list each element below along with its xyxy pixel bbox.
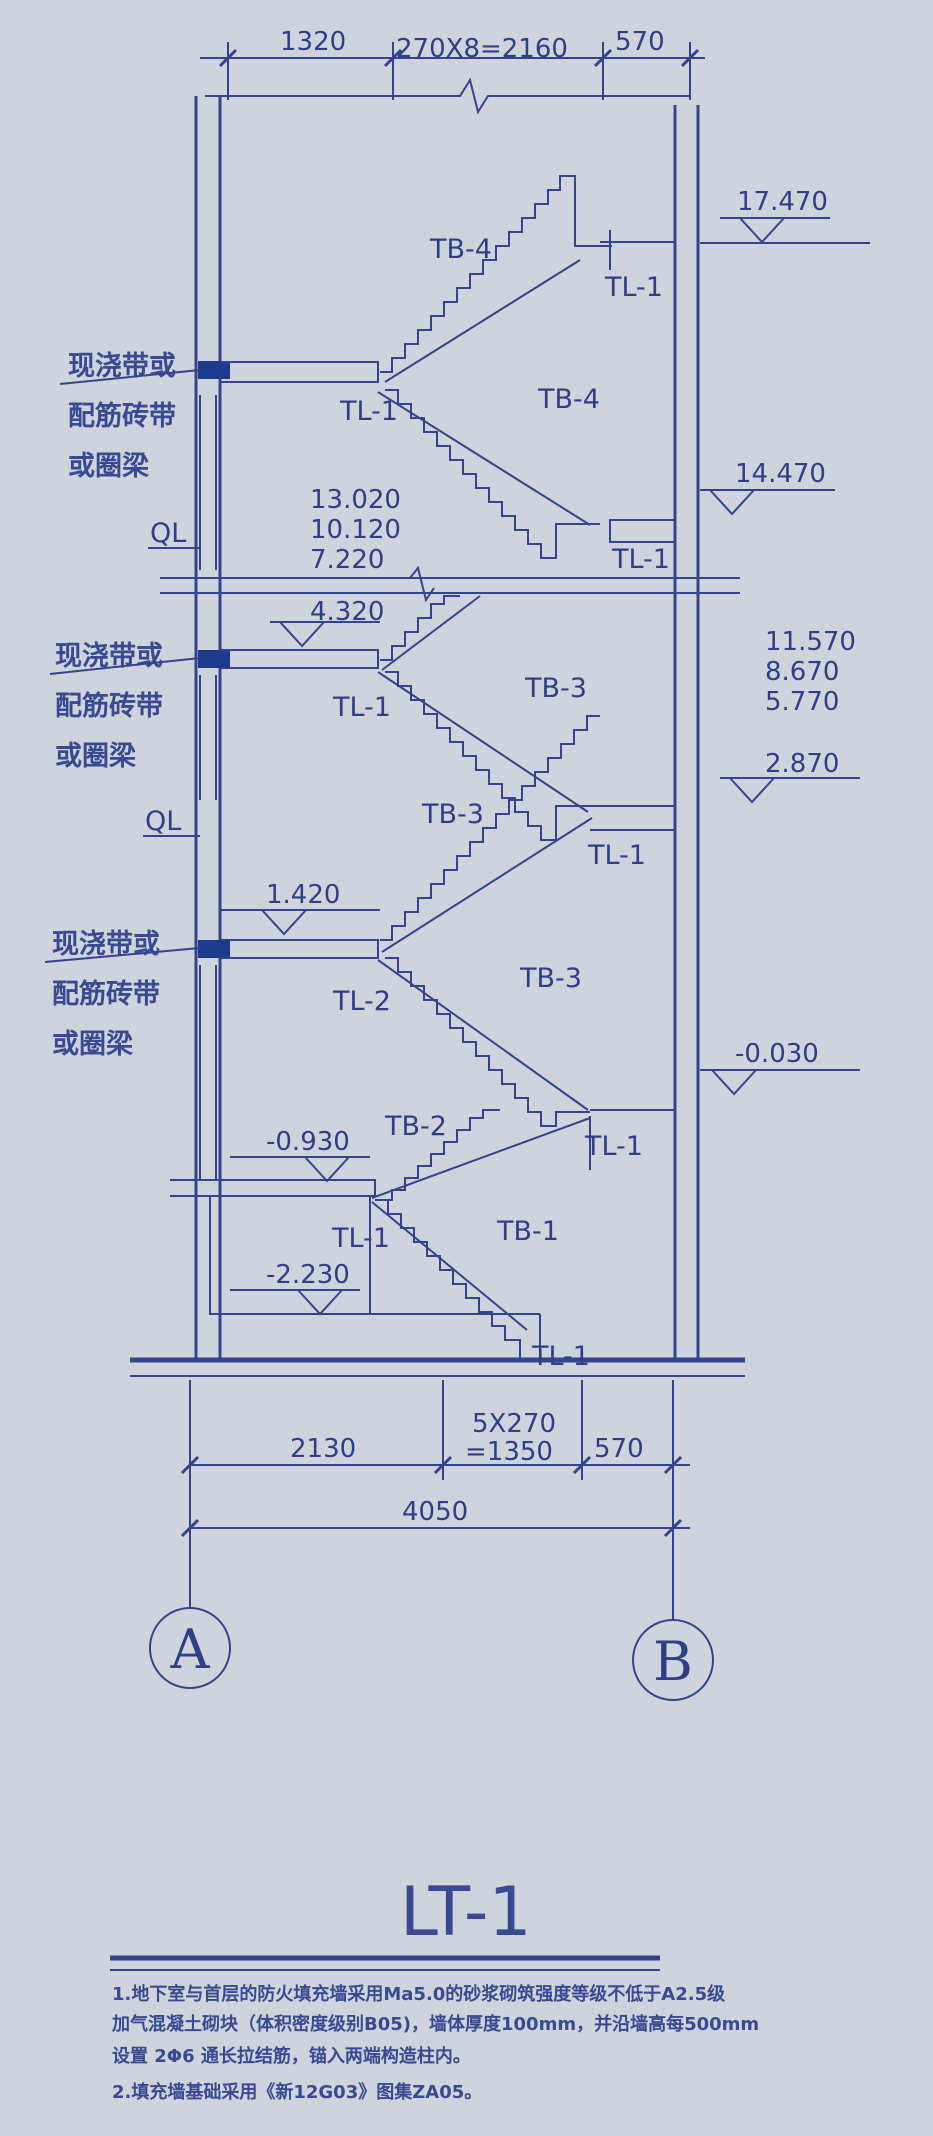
elev-14470: 14.470 — [735, 459, 826, 489]
typical-floor-slab — [160, 565, 740, 603]
left-annotations: 现浇带或 配筋砖带 或圈梁 现浇带或 配筋砖带 或圈梁 现浇带或 配筋砖带 或圈… — [44, 351, 201, 1060]
band-beam-top — [198, 361, 230, 379]
note-line-1: 1.地下室与首层的防火填充墙采用Ma5.0的砂浆砌筑强度等级不低于A2.5级 — [112, 1983, 726, 2005]
label-tb3-a: TB-3 — [524, 673, 587, 704]
label-tb4-lower: TB-4 — [537, 384, 600, 415]
top-dimension: 1320 270X8=2160 570 — [200, 27, 705, 115]
elev-m2230: -2.230 — [266, 1260, 350, 1290]
top-dim-2: 270X8=2160 — [396, 34, 568, 64]
elev-8670: 8.670 — [765, 657, 839, 687]
axis-b-label: B — [653, 1630, 693, 1693]
band-note-3-line2: 配筋砖带 — [52, 978, 160, 1010]
label-tl1-h: TL-1 — [531, 1341, 590, 1372]
label-tb4-upper: TB-4 — [429, 234, 492, 265]
note-line-4: 2.填充墙基础采用《新12G03》图集ZA05。 — [112, 2081, 482, 2103]
band-note-3-line3: 或圈梁 — [52, 1029, 133, 1060]
bottom-dim-1: 2130 — [290, 1434, 356, 1464]
title-block: LT-1 — [110, 1873, 660, 1971]
band-note-3-line1: 现浇带或 — [52, 929, 160, 960]
elev-17470: 17.470 — [737, 187, 828, 217]
label-tb3-c: TB-3 — [519, 963, 582, 994]
note-line-2: 加气混凝土砌块（体积密度级别B05)，墙体厚度100mm，并沿墙高每500mm — [111, 2013, 759, 2035]
band-note-2-line2: 配筋砖带 — [55, 690, 163, 722]
band-note-2-line3: 或圈梁 — [55, 741, 136, 772]
band-note-1-line2: 配筋砖带 — [68, 400, 176, 432]
drawing-title: LT-1 — [400, 1873, 532, 1952]
top-dim-3: 570 — [615, 27, 665, 57]
label-tb1: TB-1 — [496, 1216, 559, 1247]
bottom-dim-2b: =1350 — [465, 1437, 553, 1467]
label-tl1-d: TL-1 — [332, 692, 391, 723]
label-tb3-b: TB-3 — [421, 799, 484, 830]
bottom-dimension: 2130 5X270 =1350 570 4050 — [180, 1380, 690, 1590]
ground-line — [130, 1357, 745, 1377]
axis-bubbles: A B — [149, 1590, 714, 1701]
axis-b-bubble — [632, 1619, 714, 1701]
label-tb2: TB-2 — [384, 1111, 447, 1142]
elev-11570: 11.570 — [765, 627, 856, 657]
label-tl1-a: TL-1 — [604, 272, 663, 303]
bottom-dim-2a: 5X270 — [472, 1409, 556, 1439]
axis-a-label: A — [170, 1618, 211, 1681]
bottom-dim-3: 570 — [594, 1434, 644, 1464]
elev-2870: 2.870 — [765, 749, 839, 779]
axis-a-bubble — [149, 1607, 231, 1689]
elev-1420: 1.420 — [266, 880, 340, 910]
note-line-3: 设置 2Φ6 通长拉结筋，锚入两端构造柱内。 — [112, 2045, 471, 2067]
elev-13020: 13.020 — [310, 485, 401, 515]
elev-10120: 10.120 — [310, 515, 401, 545]
label-tl1-g: TL-1 — [331, 1223, 390, 1254]
label-tl1-c: TL-1 — [611, 544, 670, 575]
band-beam-low — [198, 940, 230, 958]
notes-block: 1.地下室与首层的防火填充墙采用Ma5.0的砂浆砌筑强度等级不低于A2.5级 加… — [111, 1983, 759, 2103]
elev-5770: 5.770 — [765, 687, 839, 717]
elev-m0930: -0.930 — [266, 1127, 350, 1157]
right-wall — [673, 105, 700, 1362]
label-tl1-b: TL-1 — [339, 396, 398, 427]
stair-flights — [170, 175, 676, 1360]
elev-7220: 7.220 — [310, 545, 384, 575]
stair-labels: TB-4 TL-1 TL-1 TB-4 TL-1 TB-3 TL-1 TB-3 … — [331, 234, 670, 1372]
elev-m0030: -0.030 — [735, 1039, 819, 1069]
label-tl1-f: TL-1 — [584, 1131, 643, 1162]
label-tl1-e: TL-1 — [587, 840, 646, 871]
top-dim-1: 1320 — [280, 27, 346, 57]
label-tl2: TL-2 — [332, 986, 391, 1017]
label-ql-lower: QL — [145, 806, 181, 837]
left-wall — [194, 96, 222, 1360]
label-ql-upper: QL — [150, 518, 186, 549]
bottom-dim-total: 4050 — [402, 1497, 468, 1527]
band-beam-mid — [198, 650, 230, 668]
band-note-1-line3: 或圈梁 — [68, 451, 149, 482]
elevation-marks: 17.470 14.470 13.020 10.120 7.220 4.320 … — [220, 187, 870, 1316]
